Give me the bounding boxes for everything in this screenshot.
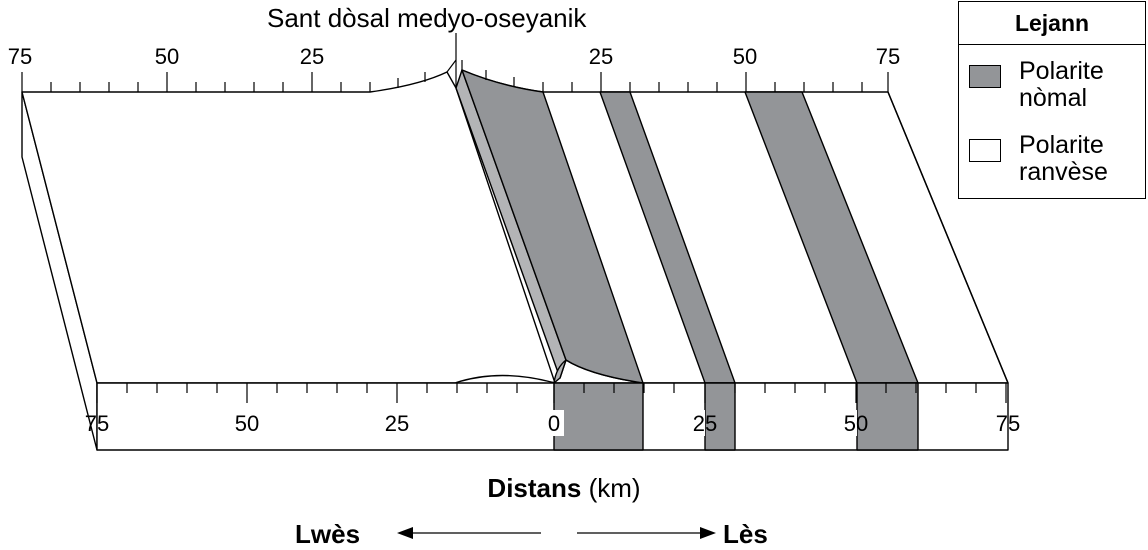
top-scale-label-left-50: 50 (155, 44, 179, 69)
front-normal-stripe-0 (553, 382, 644, 451)
top-scale-ticks (21, 59, 889, 92)
normal-polarity-swatch (969, 65, 1001, 88)
legend-item-reversed: Polarite ranvèse (969, 132, 1139, 186)
bottom-scale-label-left-50: 50 (235, 411, 259, 436)
bottom-scale-label-right-75: 75 (996, 411, 1020, 436)
ridge-label: Sant dòsal medyo-oseyanik (267, 3, 587, 33)
bottom-label-bg-25 (691, 410, 705, 436)
reversed-polarity-label: Polarite ranvèse (1019, 131, 1108, 186)
top-scale-label-left-25: 25 (300, 44, 324, 69)
bottom-scale-label-left-75: 75 (85, 411, 109, 436)
top-scale-label-right-25: 25 (589, 44, 613, 69)
bottom-label-bg-50 (841, 410, 857, 436)
west-arrowhead (397, 527, 413, 539)
front-normal-stripe-1 (704, 382, 736, 451)
front-normal-stripe-2 (856, 382, 919, 451)
ridge-front-notch (553, 359, 567, 384)
right-plate-edge (887, 91, 1009, 384)
bottom-scale-label-right-25: 25 (693, 411, 717, 436)
top-scale-label-right-75: 75 (876, 44, 900, 69)
top-scale-label-left-75: 75 (8, 44, 32, 69)
legend-item-normal: Polarite nòmal (969, 58, 1139, 112)
normal-polarity-label: Polarite nòmal (1019, 57, 1104, 112)
legend-title: Lejann (959, 2, 1145, 45)
bottom-scale-label-left-25: 25 (385, 411, 409, 436)
bottom-scale-label-0: 0 (548, 411, 560, 436)
distance-axis-label-bold: Distans (487, 473, 581, 503)
distance-axis-label: Distans (km) (487, 473, 640, 503)
bottom-label-bg-0 (545, 410, 564, 436)
legend: Lejann Polarite nòmal Polarite ranvèse (958, 1, 1146, 199)
east-direction-label: Lès (723, 519, 768, 549)
west-direction-label: Lwès (295, 519, 360, 549)
bottom-scale-ticks (96, 383, 1007, 403)
top-scale-label-right-50: 50 (733, 44, 757, 69)
distance-axis-label-unit: (km) (589, 473, 641, 503)
bottom-scale-label-right-50: 50 (844, 411, 868, 436)
east-arrowhead (700, 527, 716, 539)
reversed-polarity-swatch (969, 139, 1001, 162)
